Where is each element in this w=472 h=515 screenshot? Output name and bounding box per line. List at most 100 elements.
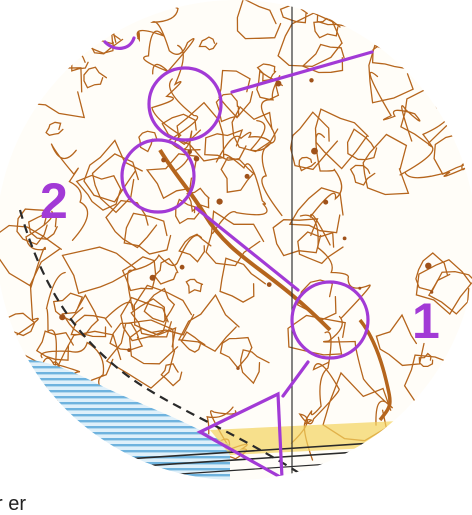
contour-line [367, 0, 433, 43]
contour-line [290, 361, 340, 444]
knoll-dot [358, 286, 362, 290]
contour-line [71, 1, 107, 31]
contour-line [211, 153, 268, 235]
contour-line [215, 119, 272, 163]
contour-line [16, 208, 49, 246]
contour-line [417, 384, 441, 460]
contour-line [120, 296, 172, 342]
knoll-dot [311, 147, 318, 155]
contour-line [427, 270, 472, 315]
contour-line [180, 331, 206, 353]
contour-line [287, 314, 346, 356]
course-leg [194, 206, 300, 292]
contour-line [27, 212, 58, 240]
contour-line [219, 257, 267, 303]
control-number-2: 2 [40, 173, 68, 229]
contour-line [297, 231, 344, 265]
contour-line [175, 198, 200, 225]
contour-line [45, 121, 64, 137]
knoll-dot [425, 262, 432, 269]
contour-line [16, 210, 54, 336]
knoll-dot [161, 157, 167, 163]
control-circle [147, 66, 223, 142]
contour-line [198, 36, 218, 51]
contour-line [55, 330, 122, 402]
contour-line [288, 187, 344, 234]
control-number-1: 1 [412, 293, 440, 349]
contour-line [109, 322, 144, 351]
knoll-dot [275, 80, 282, 87]
control-circle [120, 138, 196, 214]
contour-line [240, 349, 270, 385]
contour-line [105, 319, 176, 389]
knoll-dot [444, 38, 449, 44]
contour-line [260, 75, 283, 217]
knoll-dot [179, 264, 185, 270]
contour-line [61, 293, 99, 338]
contour-line [375, 313, 425, 367]
knoll-dot [430, 290, 434, 294]
knoll-dot [378, 29, 385, 36]
course-leg [230, 50, 374, 94]
knoll-dot [342, 236, 347, 241]
contour-line [436, 414, 454, 432]
contour-line [299, 214, 371, 319]
knoll-dot [309, 78, 314, 83]
contour-line [123, 212, 172, 255]
contour-line [75, 174, 122, 211]
contour-line [314, 108, 369, 170]
contour-line [177, 293, 240, 353]
contour-line [50, 143, 89, 241]
contour-line [313, 16, 341, 39]
knoll-dot [127, 348, 131, 352]
start-triangle [196, 391, 284, 480]
contour-line [219, 336, 253, 369]
contour-line [138, 130, 158, 153]
map-caption: r er [0, 493, 26, 515]
contour-line [443, 0, 472, 114]
contour-line [153, 257, 179, 285]
contour-line [349, 164, 376, 186]
contour-line [185, 278, 204, 294]
contour-line [236, 0, 282, 40]
contour-line [369, 71, 421, 142]
knoll-dot [244, 173, 250, 179]
knoll-dot [187, 149, 192, 155]
contour-line [186, 187, 210, 213]
index-contour [158, 148, 332, 332]
contour-line [136, 29, 169, 75]
contour-line [45, 271, 81, 389]
contour-line [143, 287, 176, 323]
contour-line [309, 132, 343, 246]
contour-line [61, 246, 137, 295]
contour-line [105, 234, 203, 319]
knoll-dot [323, 199, 329, 205]
contour-line [277, 12, 343, 68]
contour-line [220, 156, 256, 193]
contour-line [205, 210, 265, 267]
contour-line [10, 0, 89, 52]
knoll-dot [193, 155, 200, 162]
contour-line [91, 153, 139, 214]
contour-line [83, 139, 143, 203]
knoll-dot [149, 274, 156, 281]
contour-line [303, 331, 332, 461]
contour-line [301, 43, 345, 74]
contour-line [128, 326, 179, 365]
course-leg [281, 360, 310, 398]
contour-line [151, 44, 201, 151]
contour-line [346, 128, 378, 161]
contour-line [272, 218, 322, 257]
index-contour [358, 318, 392, 422]
knoll-dot [236, 366, 240, 370]
contour-line [231, 105, 279, 153]
contour-line [418, 352, 434, 368]
contour-line [52, 292, 84, 322]
knoll-dot [266, 282, 272, 287]
contour-line [415, 259, 472, 315]
control-circle [290, 280, 370, 360]
contour-line [298, 156, 317, 172]
dashed-track [18, 209, 341, 480]
knoll-dot [59, 314, 66, 321]
